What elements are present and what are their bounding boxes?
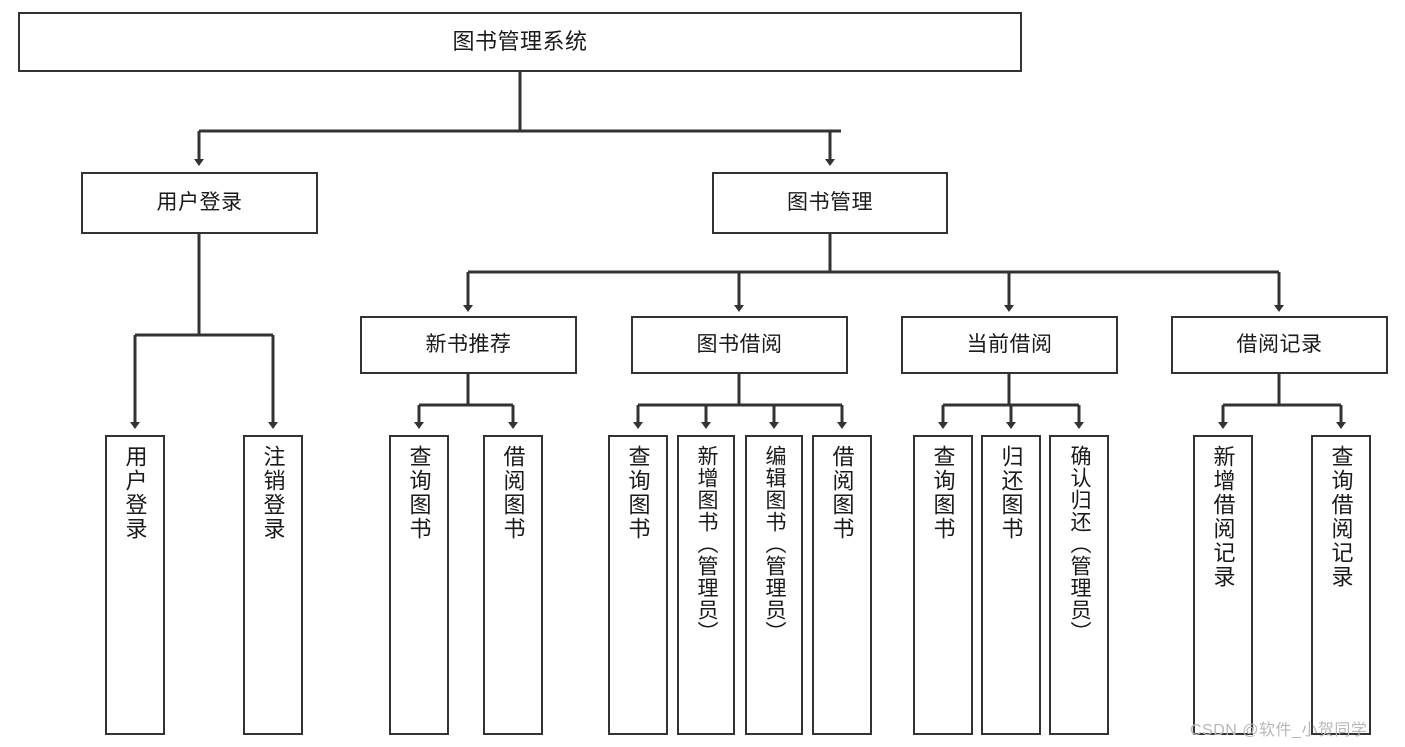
node-user-login[interactable]: 用户登录 [81,172,318,234]
node-label: 新增图书（管理员） [695,445,719,643]
node-book-management[interactable]: 图书管理 [712,172,948,234]
node-label: 借阅图书 [500,445,526,541]
leaf-user-login-logout[interactable]: 注销登录 [243,435,303,735]
node-label: 图书借阅 [696,332,783,356]
node-root-book-management-system[interactable]: 图书管理系统 [18,12,1022,72]
node-current-borrow[interactable]: 当前借阅 [901,316,1118,374]
node-label: 图书管理系统 [452,29,588,55]
leaf-current-borrow-confirm-return-admin[interactable]: 确认归还（管理员） [1049,435,1109,735]
leaf-book-borrow-borrow-books[interactable]: 借阅图书 [812,435,872,735]
leaf-book-borrow-edit-book-admin[interactable]: 编辑图书（管理员） [745,435,803,735]
node-label: 新增借阅记录 [1210,445,1236,589]
node-label: 注销登录 [260,445,286,541]
node-label: 查询借阅记录 [1328,445,1354,589]
leaf-new-book-query-books[interactable]: 查询图书 [389,435,449,735]
node-label: 归还图书 [998,445,1024,541]
csdn-watermark: CSDN @软件_小贺同学 [1190,722,1368,739]
leaf-current-borrow-query-books[interactable]: 查询图书 [913,435,973,735]
leaf-current-borrow-return-books[interactable]: 归还图书 [981,435,1041,735]
node-label: 查询图书 [406,445,432,541]
node-borrow-record[interactable]: 借阅记录 [1171,316,1388,374]
leaf-user-login-login[interactable]: 用户登录 [105,435,165,735]
node-label: 查询图书 [930,445,956,541]
node-label: 新书推荐 [425,332,512,356]
node-label: 编辑图书（管理员） [763,445,787,643]
node-label: 当前借阅 [966,332,1053,356]
node-book-borrow[interactable]: 图书借阅 [631,316,848,374]
leaf-borrow-record-query-record[interactable]: 查询借阅记录 [1311,435,1371,735]
node-label: 用户登录 [122,445,148,541]
node-label: 查询图书 [625,445,651,541]
node-label: 用户登录 [156,190,243,214]
node-new-book-recommend[interactable]: 新书推荐 [360,316,577,374]
leaf-borrow-record-add-record[interactable]: 新增借阅记录 [1193,435,1253,735]
leaf-book-borrow-query-books[interactable]: 查询图书 [608,435,668,735]
leaf-new-book-borrow-books[interactable]: 借阅图书 [483,435,543,735]
leaf-book-borrow-add-book-admin[interactable]: 新增图书（管理员） [677,435,735,735]
node-label: 图书管理 [787,190,873,214]
node-label: 确认归还（管理员） [1068,445,1092,643]
node-label: 借阅图书 [829,445,855,541]
node-label: 借阅记录 [1236,332,1323,356]
